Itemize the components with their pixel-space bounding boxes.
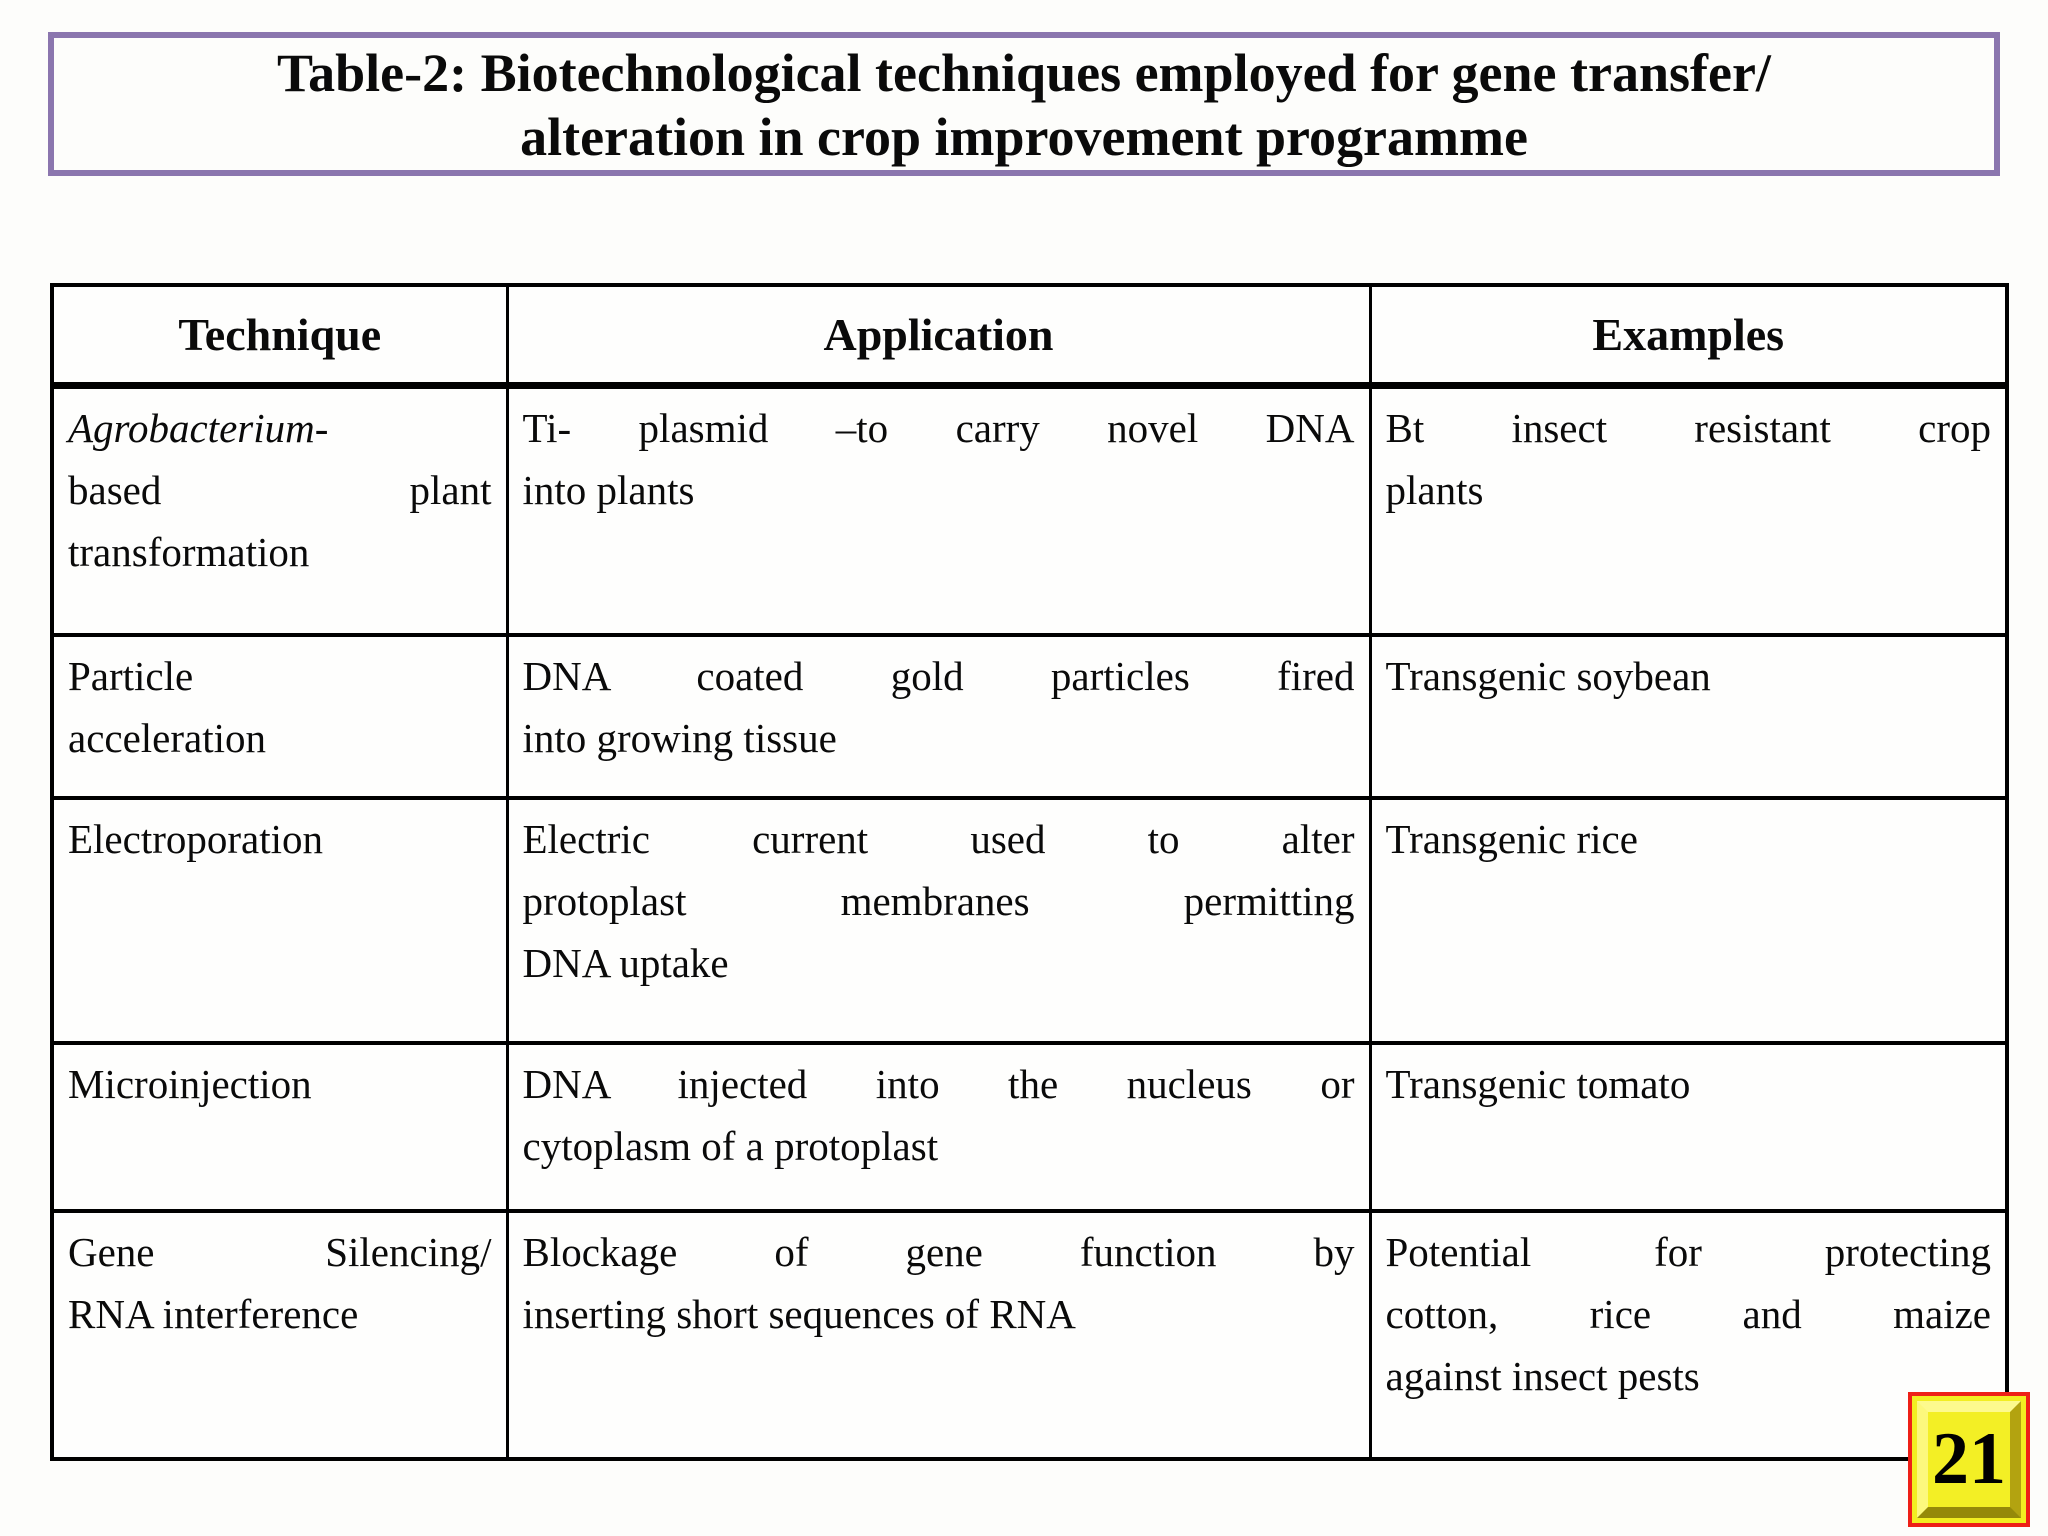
- table-cell-examples: Bt insect resistant crop plants: [1368, 383, 2009, 637]
- table-cell-examples: Transgenic tomato: [1368, 1040, 2009, 1213]
- cell-text-line: Blockage of gene function by: [522, 1228, 1355, 1275]
- cell-text-line: DNA uptake: [522, 939, 729, 986]
- cell-text-line: Gene Silencing/: [68, 1228, 492, 1275]
- column-header-application: Application: [505, 283, 1372, 389]
- cell-text-line: Particle: [68, 652, 194, 699]
- table-cell-application: DNA injected into the nucleus or cytoplas…: [505, 1040, 1372, 1213]
- page-number: 21: [1917, 1401, 2021, 1518]
- table-cell-examples: Transgenic soybean: [1368, 632, 2009, 800]
- table-cell-technique: Agrobacterium-based plant transformation: [50, 383, 509, 637]
- cell-text-line: inserting short sequences of RNA: [522, 1290, 1076, 1337]
- table-cell-application: DNA coated gold particles fired into grow…: [505, 632, 1372, 800]
- slide-title-line-1: Table-2: Biotechnological techniques emp…: [277, 43, 1771, 103]
- table-cell-application: Electric current used to alter protoplast…: [505, 795, 1372, 1045]
- table-row: Particle acceleration DNA coated gold part…: [50, 632, 2009, 800]
- cell-text-line: transformation: [68, 529, 310, 575]
- table-cell-application: Blockage of gene function by inserting sh…: [505, 1208, 1372, 1461]
- cell-text-line: acceleration: [68, 714, 267, 761]
- table-cell-technique: Particle acceleration: [50, 632, 509, 800]
- cell-text-line: Microinjection: [68, 1060, 312, 1107]
- cell-text-line: plants: [1385, 467, 1484, 513]
- cell-text-line: Transgenic soybean: [1385, 652, 1711, 699]
- cell-text-line: into growing tissue: [522, 714, 837, 761]
- page-number-badge: 21: [1908, 1392, 2030, 1527]
- cell-text-line: against insect pests: [1385, 1352, 1700, 1399]
- table-cell-application: Ti- plasmid –to carry novel DNA into plan…: [505, 383, 1372, 637]
- cell-text-line: DNA injected into the nucleus or: [522, 1060, 1355, 1107]
- table-cell-technique: Electroporation: [50, 795, 509, 1045]
- table-cell-examples: Transgenic rice: [1368, 795, 2009, 1045]
- header-row: Technique Application Examples: [50, 283, 2009, 389]
- table-row: Microinjection DNA injected into the nucl…: [50, 1040, 2009, 1213]
- table-row: Agrobacterium-based plant transformation T…: [50, 383, 2009, 637]
- table-cell-technique: Microinjection: [50, 1040, 509, 1213]
- cell-text-line: Electric current used to alter: [522, 815, 1355, 862]
- column-header-technique: Technique: [50, 283, 509, 389]
- column-header-examples: Examples: [1368, 283, 2009, 389]
- table-cell-examples: Potential for protecting cotton, rice and…: [1368, 1208, 2009, 1461]
- table-cell-technique: Gene Silencing/RNA interference: [50, 1208, 509, 1461]
- cell-text-line: into plants: [522, 467, 695, 513]
- cell-text-line: Transgenic tomato: [1385, 1060, 1691, 1107]
- cell-text-line: Ti- plasmid –to carry novel DNA: [522, 405, 1355, 451]
- cell-text-line: protoplast membranes permitting: [522, 877, 1355, 924]
- cell-text-line: cytoplasm of a protoplast: [522, 1122, 939, 1169]
- techniques-table: Technique Application Examples Agrobacte…: [50, 283, 2009, 1461]
- slide-title-line-2: alteration in crop improvement programme: [520, 107, 1528, 167]
- cell-text-line: Potential for protecting: [1385, 1228, 1992, 1275]
- cell-text-line: RNA interference: [68, 1290, 359, 1337]
- cell-text-line: based plant: [68, 467, 492, 513]
- table-row: Electroporation Electric current used to …: [50, 795, 2009, 1045]
- cell-text-line: Agrobacterium-: [68, 405, 329, 451]
- cell-text-line: cotton, rice and maize: [1385, 1290, 1992, 1337]
- cell-text-line: Transgenic rice: [1385, 815, 1638, 862]
- title-box: Table-2: Biotechnological techniques emp…: [48, 32, 2000, 176]
- cell-text-line: Electroporation: [68, 815, 324, 862]
- cell-text-line: DNA coated gold particles fired: [522, 652, 1355, 699]
- cell-text-line: Bt insect resistant crop: [1385, 405, 1992, 451]
